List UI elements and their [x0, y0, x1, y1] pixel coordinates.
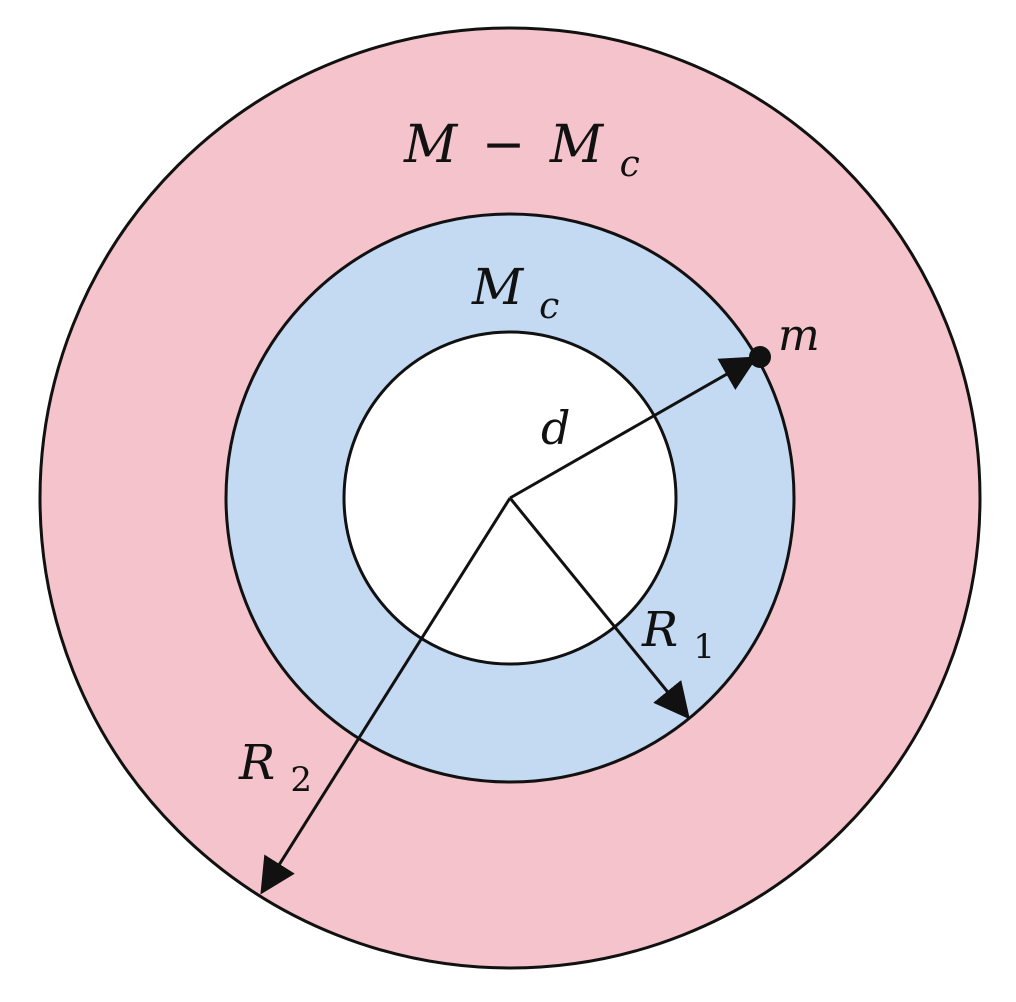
- outer-mass-label: M − M c: [403, 115, 640, 185]
- distance-arrow: [509, 356, 758, 500]
- r1-symbol: R: [641, 602, 678, 658]
- outer-mass-core-symbol: M: [549, 115, 605, 175]
- r2-arrow: [260, 497, 512, 895]
- r2-symbol: R: [238, 735, 275, 791]
- test-mass-label: m: [778, 310, 820, 361]
- outer-mass-subscript: c: [620, 144, 640, 185]
- test-mass-dot: [749, 346, 771, 368]
- r2-subscript: 2: [290, 760, 312, 800]
- r1-label: R 1: [641, 602, 715, 667]
- r1-arrow: [508, 497, 690, 720]
- r1-subscript: 1: [693, 627, 715, 667]
- inner-mass-label: M c: [471, 258, 559, 327]
- outer-mass-symbol: M: [403, 115, 459, 175]
- outer-mass-operator: −: [482, 115, 526, 175]
- r2-label: R 2: [238, 735, 312, 800]
- distance-label: d: [541, 401, 570, 455]
- inner-mass-symbol: M: [471, 258, 525, 316]
- inner-mass-subscript: c: [539, 286, 559, 327]
